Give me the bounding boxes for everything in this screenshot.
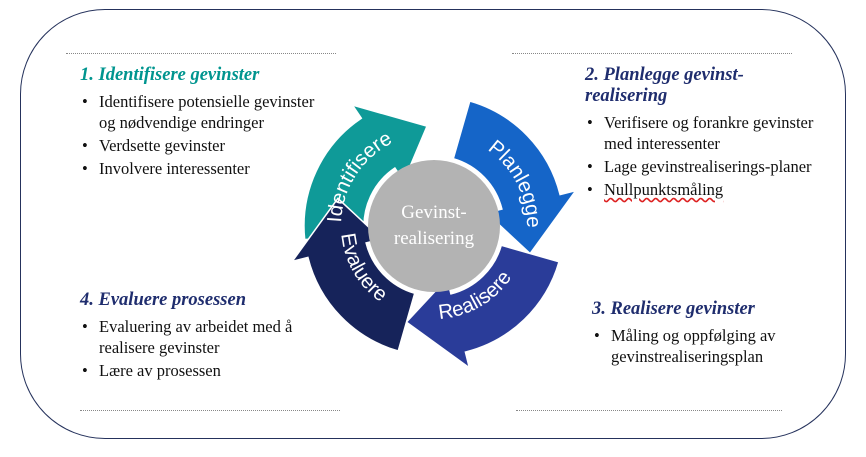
list-item: Nullpunktsmåling <box>585 179 835 200</box>
list-item: Verifisere og forankre gevinster med int… <box>585 112 835 154</box>
arrow-evaluere <box>290 197 416 352</box>
section-evaluate-heading: 4. Evaluere prosessen <box>80 290 246 310</box>
list-item: Måling og oppfølging av gevinstrealiseri… <box>592 325 827 367</box>
arrow-realisere <box>405 244 560 370</box>
dotted-line-top-right <box>512 53 792 54</box>
section-plan: 2. Planlegge gevinst- realisering Verifi… <box>585 65 835 202</box>
section-evaluate: 4. Evaluere prosessen Evaluering av arbe… <box>80 290 325 383</box>
section-identify-list: Identifisere potensielle gevinster og nø… <box>80 91 320 179</box>
list-item: Lære av prosessen <box>80 360 325 381</box>
section-identify-heading: 1. Identifisere gevinster <box>80 65 260 85</box>
center-label-line2: realisering <box>394 228 475 249</box>
list-item-text: Nullpunktsmåling <box>604 180 724 199</box>
section-plan-heading: 2. Planlegge gevinst- realisering <box>585 65 835 107</box>
section-plan-heading-line2: realisering <box>585 86 668 106</box>
section-realize-heading: 3. Realisere gevinster <box>592 299 755 319</box>
section-identify: 1. Identifisere gevinster Identifisere p… <box>80 65 320 181</box>
list-item: Verdsette gevinster <box>80 135 320 156</box>
arrow-planlegge <box>452 100 578 255</box>
section-plan-heading-line1: 2. Planlegge gevinst- <box>585 65 744 85</box>
section-evaluate-list: Evaluering av arbeidet med å realisere g… <box>80 316 325 381</box>
dotted-line-top-left <box>66 53 336 54</box>
center-circle <box>368 160 500 292</box>
list-item: Lage gevinstrealiserings-planer <box>585 156 835 177</box>
section-realize: 3. Realisere gevinster Måling og oppfølg… <box>592 299 827 369</box>
list-item: Evaluering av arbeidet med å realisere g… <box>80 316 325 358</box>
list-item: Involvere interessenter <box>80 158 320 179</box>
rounded-frame <box>20 9 846 439</box>
section-plan-list: Verifisere og forankre gevinster med int… <box>585 112 835 200</box>
dotted-line-bottom-left <box>80 410 340 411</box>
dotted-line-bottom-right <box>516 410 782 411</box>
section-realize-list: Måling og oppfølging av gevinstrealiseri… <box>592 325 827 367</box>
list-item: Identifisere potensielle gevinster og nø… <box>80 91 320 133</box>
center-label-line1: Gevinst- <box>401 202 466 223</box>
